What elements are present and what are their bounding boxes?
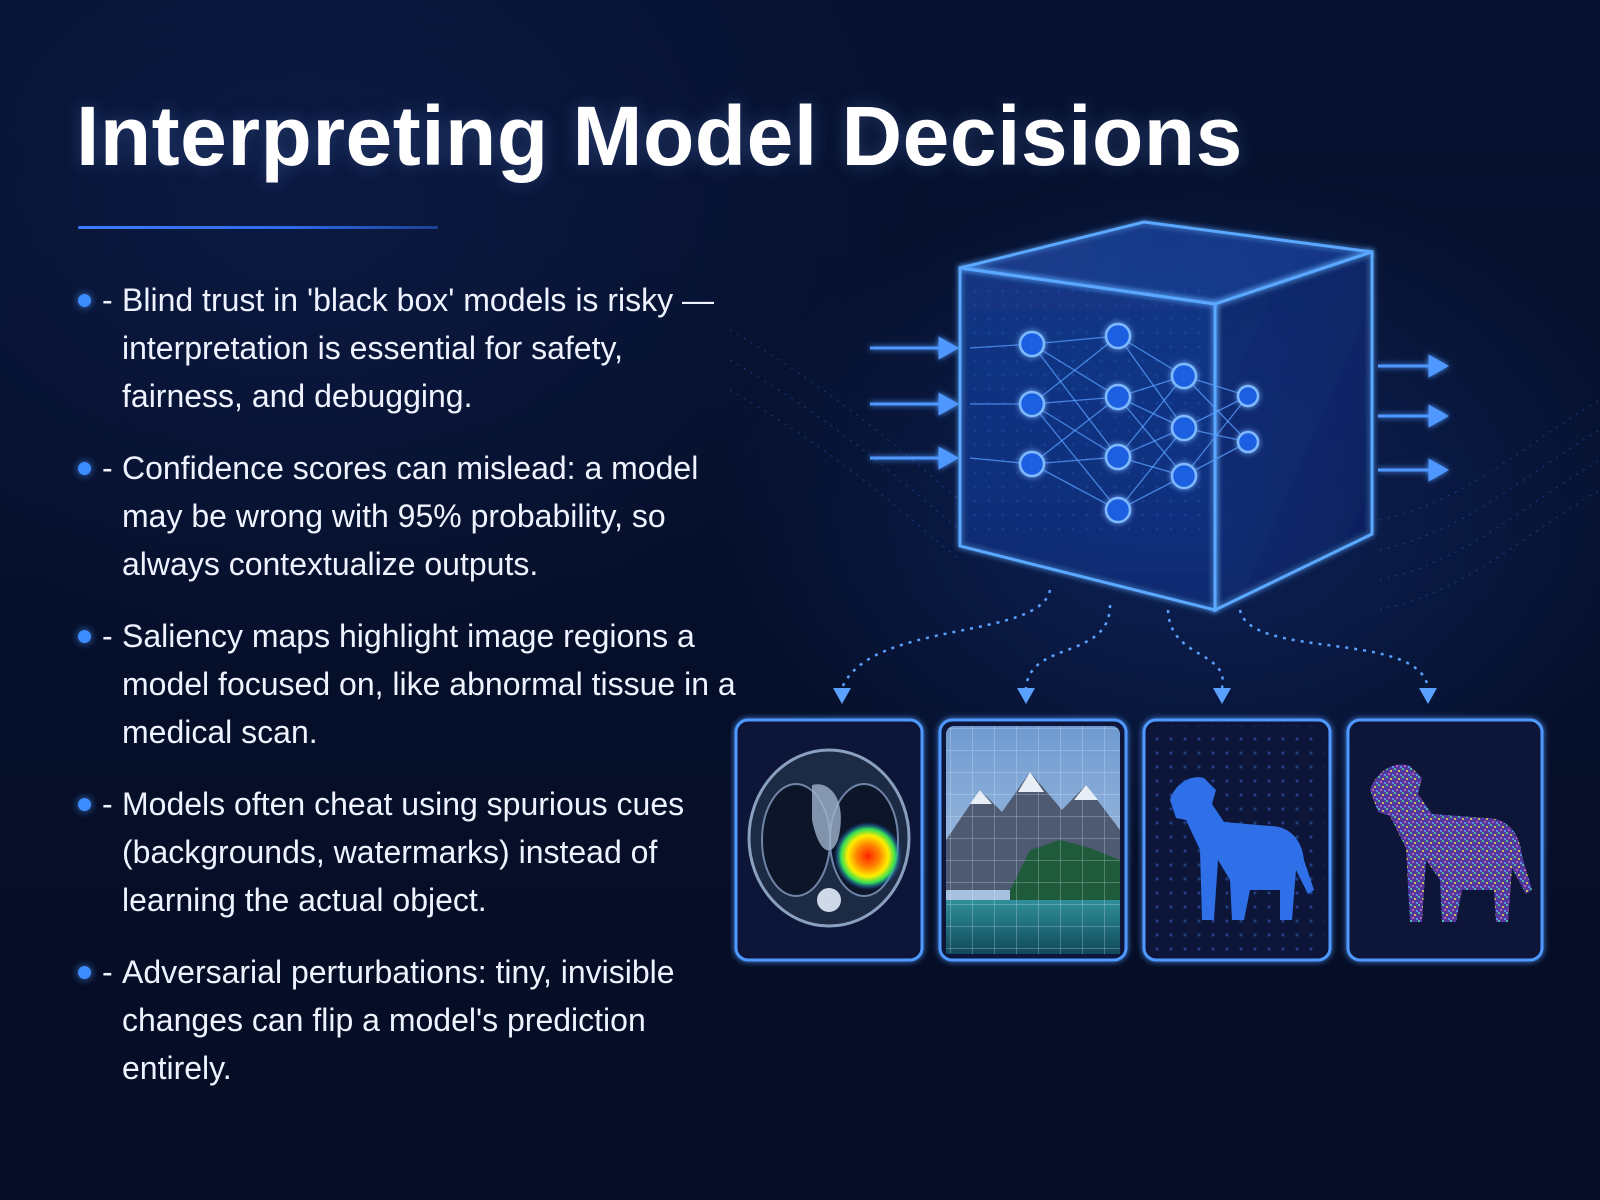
black-box-cube-icon (958, 220, 1374, 613)
bullet-item: - Models often cheat using spurious cues… (78, 780, 738, 924)
bullet-dot-icon (78, 630, 91, 643)
bullet-text: Blind trust in 'black box' models is ris… (122, 282, 714, 414)
connector-arrowheads (833, 688, 1437, 704)
title-underline (78, 226, 438, 229)
wave-lines-decoration (730, 329, 1600, 611)
page-title: Interpreting Model Decisions (76, 89, 1243, 183)
bullet-item: - Blind trust in 'black box' models is r… (78, 276, 738, 420)
bullet-dash: - (102, 450, 113, 486)
bullet-dot-icon (78, 462, 91, 475)
bullet-dash: - (102, 786, 113, 822)
input-arrow-icon (870, 336, 960, 470)
output-arrow-icon (1378, 354, 1450, 482)
bullet-dash: - (102, 954, 113, 990)
bullet-text: Saliency maps highlight image regions a … (122, 618, 736, 750)
bullet-text: Adversarial perturbations: tiny, invisib… (122, 954, 675, 1086)
dog-silhouette-icon (1142, 718, 1332, 962)
bullet-list: - Blind trust in 'black box' models is r… (78, 276, 738, 1116)
noisy-dog-icon (1346, 718, 1544, 962)
bullet-dash: - (102, 282, 113, 318)
bullet-dot-icon (78, 798, 91, 811)
bullet-text: Models often cheat using spurious cues (… (122, 786, 685, 918)
bullet-item: - Confidence scores can mislead: a model… (78, 444, 738, 588)
ct-scan-saliency-icon (734, 718, 924, 962)
bullet-text: Confidence scores can mislead: a model m… (122, 450, 699, 582)
illustration-svg (730, 220, 1600, 962)
neural-network-icon (969, 322, 1260, 524)
mountain-lake-grid-icon (938, 718, 1128, 962)
bullet-item: - Saliency maps highlight image regions … (78, 612, 738, 756)
bullet-dash: - (102, 618, 113, 654)
black-box-illustration (730, 200, 1600, 1000)
bullet-dot-icon (78, 294, 91, 307)
bullet-item: - Adversarial perturbations: tiny, invis… (78, 948, 738, 1092)
connector-lines (840, 589, 1430, 689)
bullet-dot-icon (78, 966, 91, 979)
